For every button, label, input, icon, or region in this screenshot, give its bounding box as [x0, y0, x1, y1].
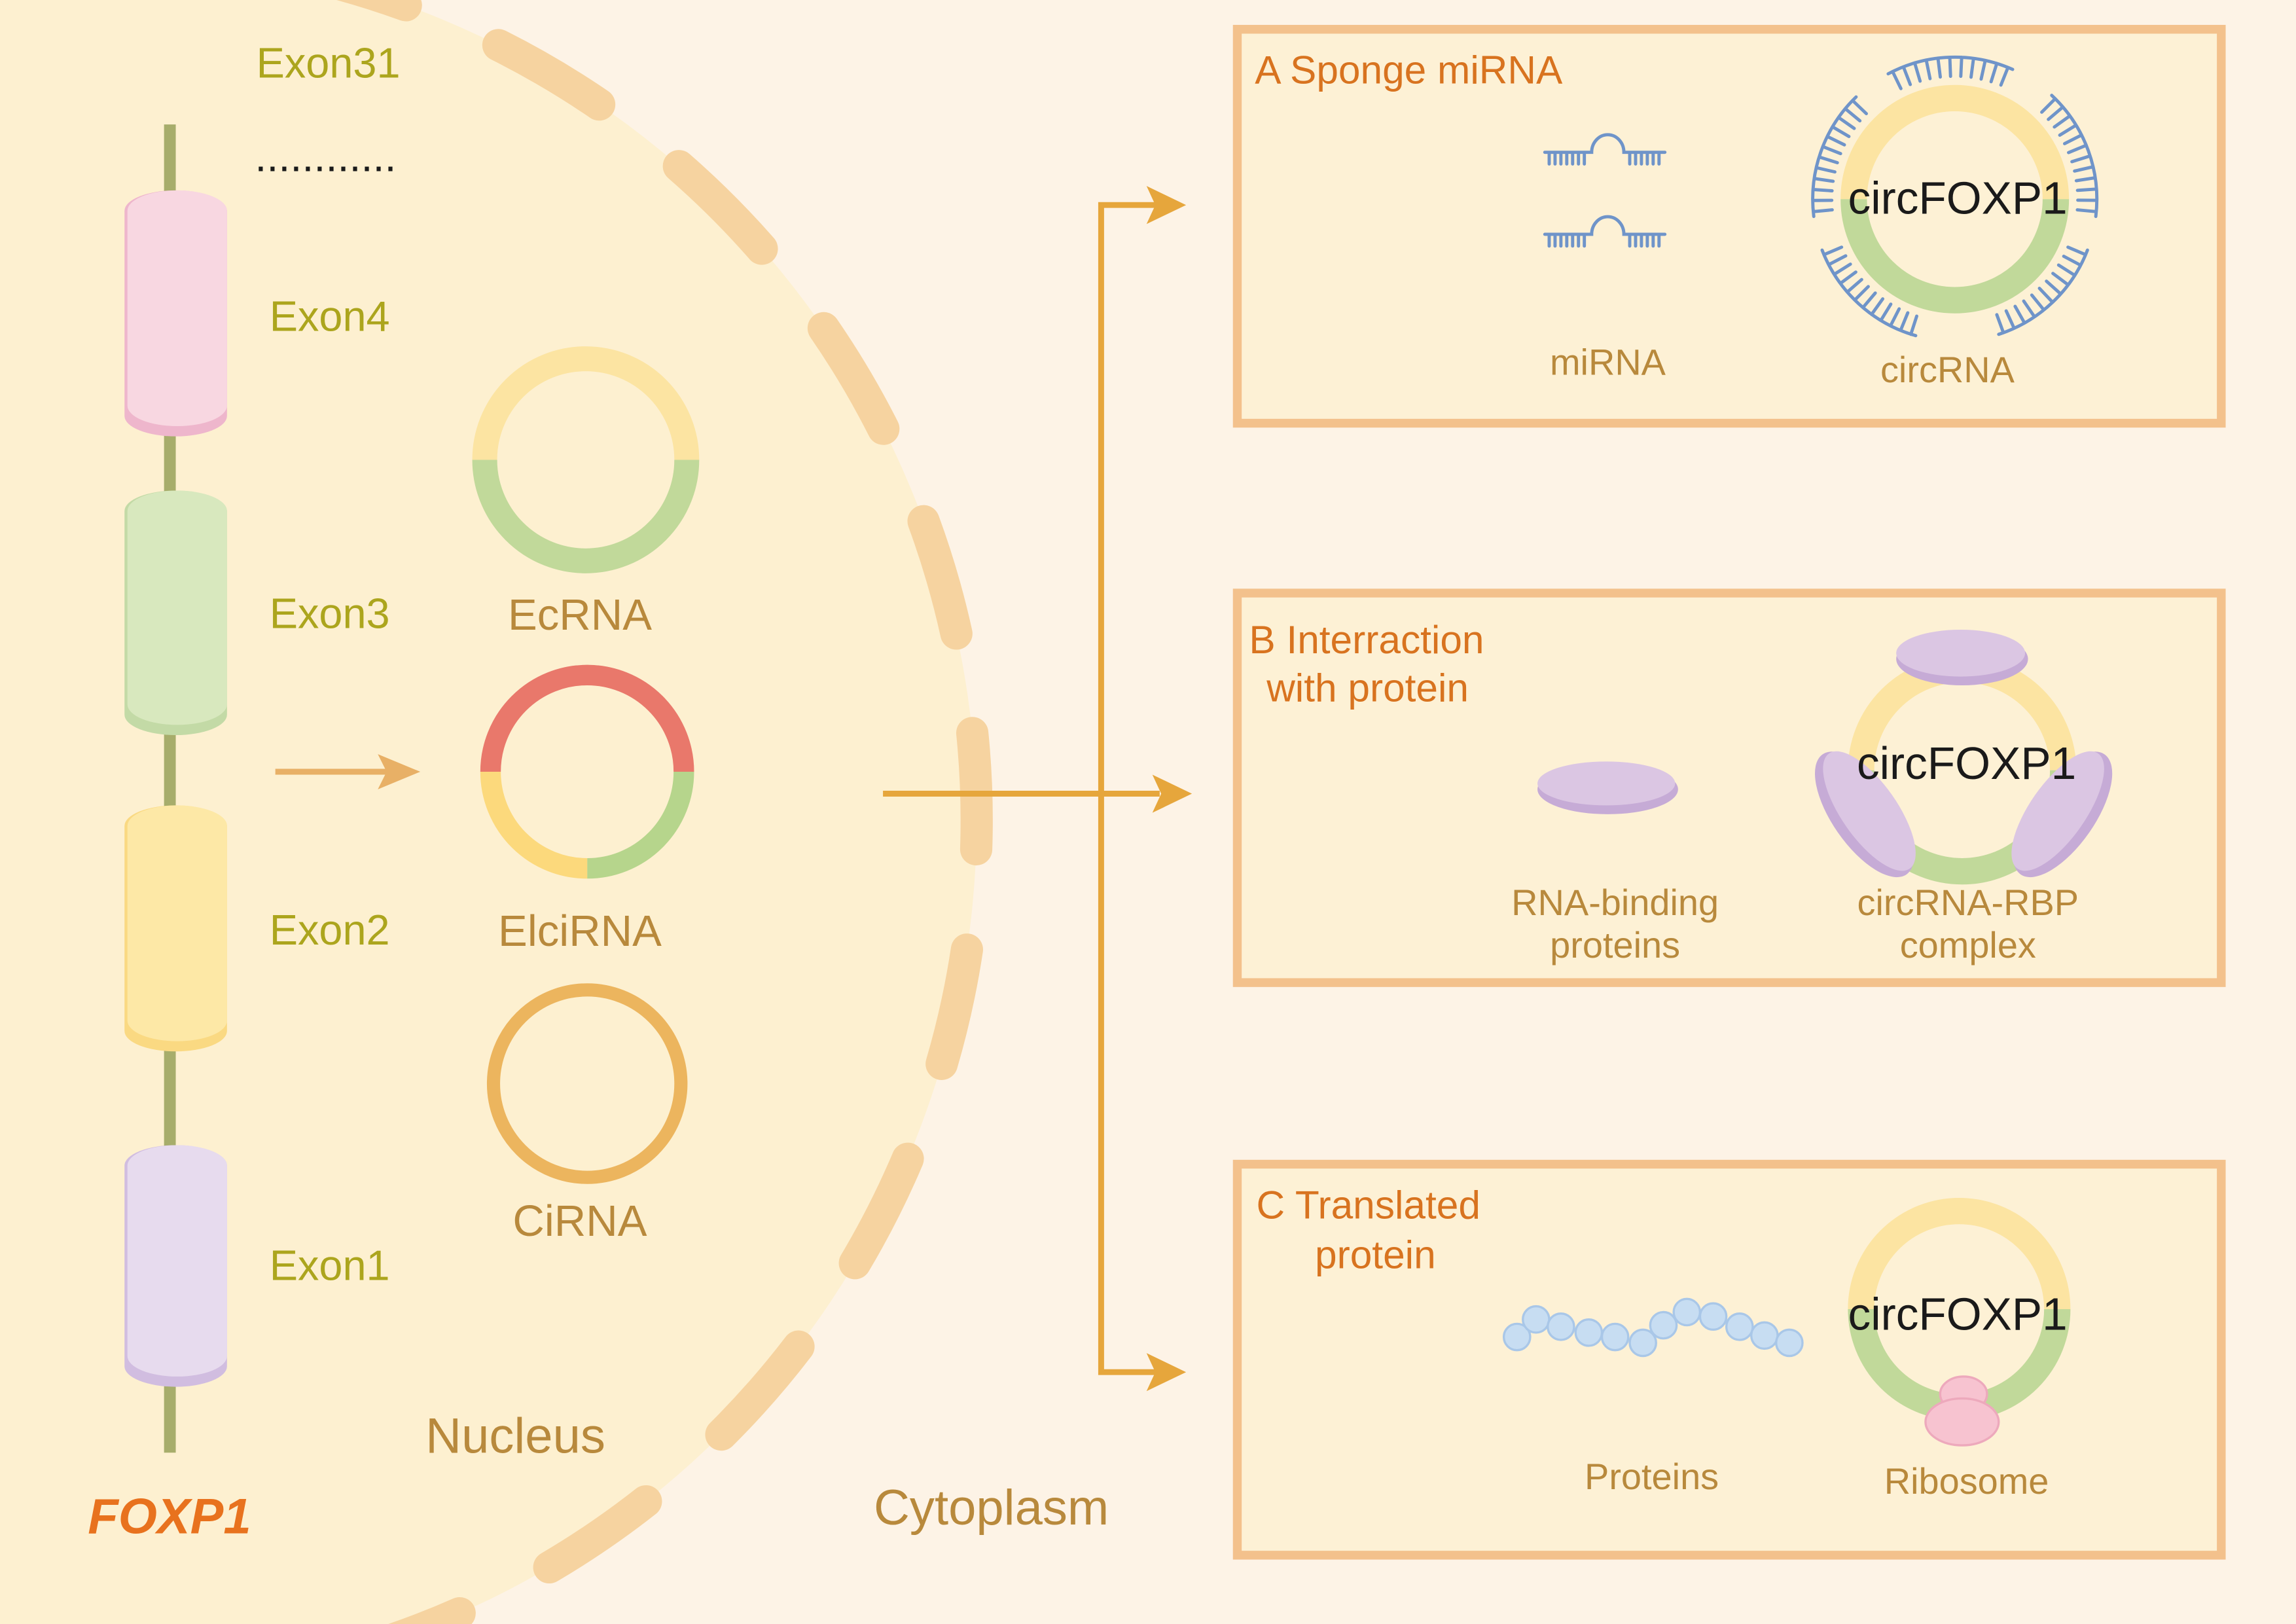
exon-3-label: Exon3: [270, 590, 390, 638]
ecrna-label: EcRNA: [508, 590, 652, 640]
complex-label-line1: circRNA-RBP: [1857, 882, 2079, 923]
arrow-to-sponge: [1146, 186, 1187, 225]
circfoxp1-label: circFOXP1: [1848, 1288, 2068, 1339]
cirna-label: CiRNA: [512, 1197, 647, 1246]
elcirna-label: ElciRNA: [498, 907, 662, 956]
bound-rbp-top: [1896, 629, 2028, 685]
function-arrows: [883, 186, 1193, 1392]
exon-1-label: Exon1: [270, 1241, 390, 1289]
ecrna-ring: [472, 346, 700, 573]
bound-rbp-left: [1815, 751, 1916, 878]
bound-rbp-right: [2011, 751, 2113, 878]
circrna-label: circRNA: [1880, 349, 2015, 390]
bound-mirna: [2040, 94, 2099, 219]
elcirna-ring: [480, 664, 694, 879]
mirna-icon: [1543, 215, 1667, 248]
panel-a-title: A Sponge miRNA: [1255, 48, 1563, 92]
bound-mirna: [1995, 245, 2089, 336]
bound-mirna: [1886, 55, 2015, 90]
panel-sponge-mirna: A Sponge miRNA miRNA circFOXP1 circRNA: [1232, 25, 2226, 428]
exon-4-label: Exon4: [270, 293, 390, 340]
exon-3-block: [124, 490, 227, 736]
exon-4-block: [124, 190, 227, 437]
bound-mirna: [1811, 95, 1869, 219]
exon-2-label: Exon2: [270, 906, 390, 954]
exon-1-block: [124, 1145, 227, 1387]
splicing-arrow: [275, 754, 421, 789]
bound-mirna: [1820, 245, 1918, 338]
circfoxp1-label: circFOXP1: [1857, 738, 2076, 789]
panel-translation: C Translated protein Proteins circFOXP1 …: [1232, 1159, 2226, 1560]
mirna-icon: [1543, 133, 1667, 166]
cirna-ring: [486, 983, 688, 1184]
rbp-label-line2: proteins: [1550, 924, 1680, 965]
exon-ellipsis: ............: [255, 133, 396, 181]
peptide-chain-icon: [1502, 1297, 1804, 1358]
panel-b-title-line1: B Interraction: [1249, 617, 1484, 662]
gene-name: FOXP1: [88, 1489, 251, 1544]
ribosome-label: Ribosome: [1884, 1460, 2049, 1502]
panel-protein-interaction: B Interraction with protein RNA-binding …: [1232, 588, 2226, 987]
bound-mirnas: [1811, 55, 2099, 338]
complex-label-line2: complex: [1900, 924, 2036, 965]
panel-c-title-line1: C Translated: [1257, 1182, 1480, 1227]
branch-line: [1098, 202, 1160, 1375]
nucleus-label: Nucleus: [425, 1408, 605, 1464]
circfoxp1-label: circFOXP1: [1848, 173, 2068, 224]
exon-2-block: [124, 805, 227, 1052]
rna-binding-protein-icon: [1537, 761, 1678, 814]
circfoxp1-ring: [1840, 84, 2070, 314]
arrow-to-translation: [1146, 1353, 1187, 1392]
panel-b-title-line2: with protein: [1266, 666, 1469, 710]
proteins-label: Proteins: [1585, 1456, 1719, 1497]
panel-c-title-line2: protein: [1315, 1232, 1436, 1276]
cytoplasm-label: Cytoplasm: [874, 1480, 1109, 1536]
mirna-label: miRNA: [1550, 342, 1666, 383]
arrow-to-interaction: [1152, 774, 1193, 813]
rbp-label-line1: RNA-binding: [1511, 882, 1719, 923]
ribosome-icon: [1924, 1375, 2000, 1447]
foxp1-gene: [124, 124, 227, 1453]
exon-31-label: Exon31: [257, 39, 401, 87]
